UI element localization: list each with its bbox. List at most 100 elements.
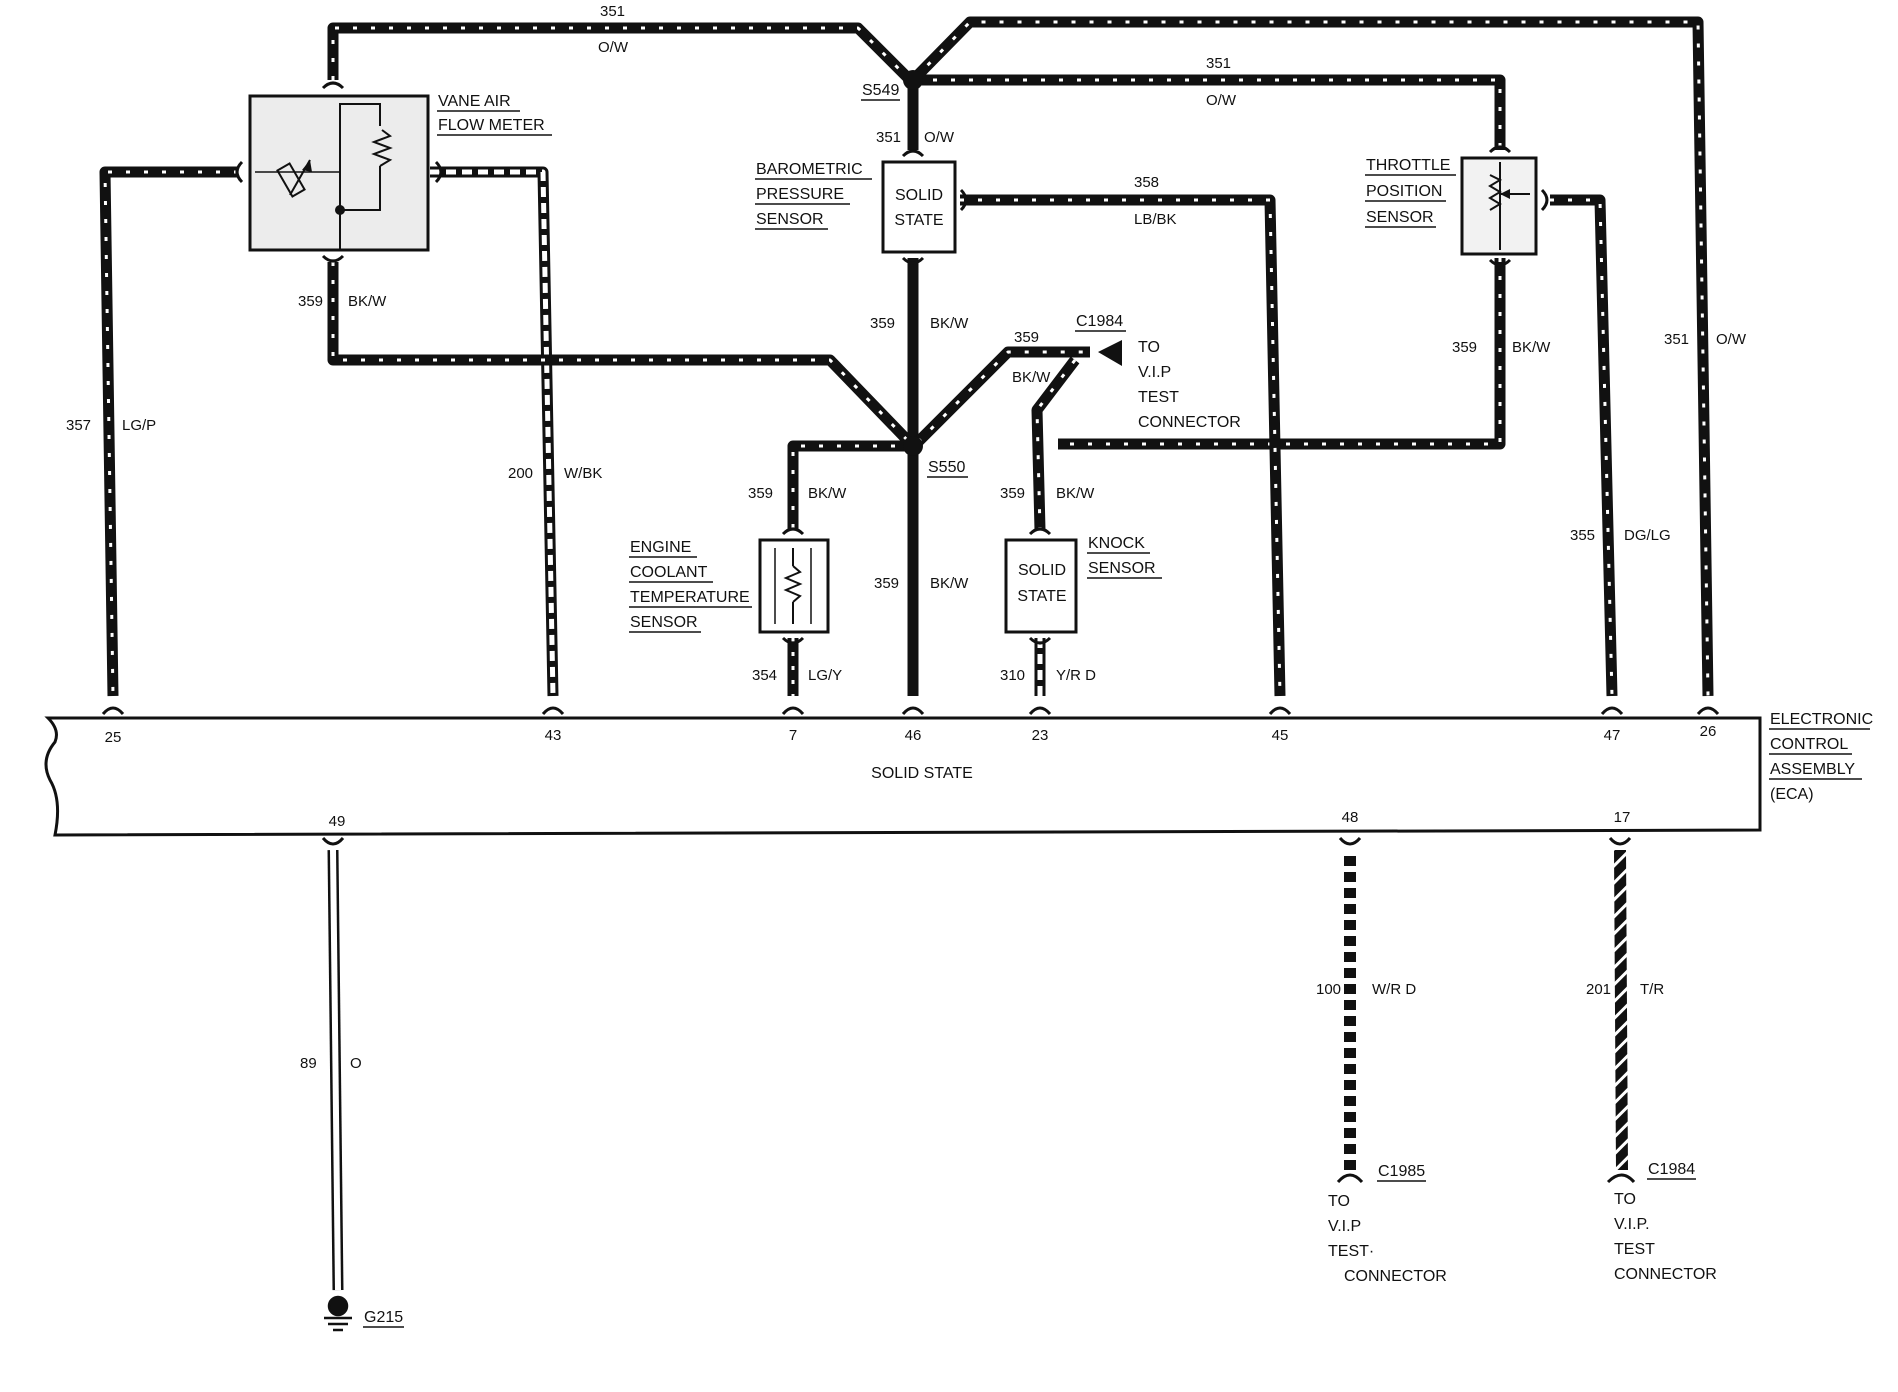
ground-icon [324, 1295, 352, 1332]
eca-pins: 25 43 7 46 23 45 47 26 49 48 17 [105, 723, 1717, 830]
wire-359-c1984 [914, 346, 1090, 446]
wire-359-vaf-num: 359 [298, 293, 323, 310]
baro-label-2: PRESSURE [756, 186, 844, 203]
vip-c1985-4: CONNECTOR [1344, 1268, 1447, 1285]
wire-354-color: LG/Y [808, 667, 842, 684]
pin-46: 46 [905, 727, 922, 744]
wire-359-eca-num: 359 [874, 575, 899, 592]
c1984-top-label: C1984 [1076, 313, 1123, 330]
ect-label-1: ENGINE [630, 539, 691, 556]
vip-top-3: TEST [1138, 389, 1179, 406]
wire-labels: 351 O/W 351 O/W 351 O/W 351 O/W 357 LG/P… [66, 3, 1747, 1072]
knock-body-2: STATE [1017, 588, 1066, 605]
wire-310-color: Y/R D [1056, 667, 1096, 684]
wire-100-color: W/R D [1372, 981, 1416, 998]
wire-355-num: 355 [1570, 527, 1595, 544]
wire-359-tps [1058, 258, 1506, 450]
eca-body [44, 716, 1762, 837]
wire-358-num: 358 [1134, 174, 1159, 191]
eca-label-4: (ECA) [1770, 786, 1814, 803]
engine-coolant-temperature-sensor [758, 538, 830, 634]
vip-c1985-3: TEST· [1328, 1243, 1374, 1260]
wire-89-num: 89 [300, 1055, 317, 1072]
wire-359-c1984-color: BK/W [1012, 369, 1051, 386]
eca-body-label: SOLID STATE [871, 765, 973, 782]
tps-label-2: POSITION [1366, 183, 1442, 200]
pin-25: 25 [105, 729, 122, 746]
baro-label-3: SENSOR [756, 211, 824, 228]
vip-top-2: V.I.P [1138, 364, 1171, 381]
wire-355 [1550, 194, 1618, 697]
knock-label-2: SENSOR [1088, 560, 1156, 577]
wire-200-num: 200 [508, 465, 533, 482]
labels: VANE AIR FLOW METER BAROMETRIC PRESSURE … [363, 82, 1873, 1328]
knock-body-1: SOLID [1018, 562, 1066, 579]
wire-310-num: 310 [1000, 667, 1025, 684]
ect-label-3: TEMPERATURE [630, 589, 750, 606]
wire-200 [430, 166, 559, 697]
wire-351-mid [915, 74, 1506, 150]
eca-label-3: ASSEMBLY [1770, 761, 1855, 778]
wire-359-vaf [327, 262, 917, 450]
vaf-label-2: FLOW METER [438, 117, 545, 134]
pin-23: 23 [1032, 727, 1049, 744]
wire-359-vaf-color: BK/W [348, 293, 387, 310]
c1984-bottom-label: C1984 [1648, 1161, 1695, 1178]
vip-c1984-4: CONNECTOR [1614, 1266, 1717, 1283]
wire-201 [1614, 849, 1628, 1171]
baro-body-1: SOLID [895, 187, 943, 204]
wire-359-ect-num: 359 [748, 485, 773, 502]
wire-359-baro-color: BK/W [930, 315, 969, 332]
wire-351-right-color: O/W [1716, 331, 1747, 348]
wire-357-color: LG/P [122, 417, 156, 434]
vip-top-1: TO [1138, 339, 1160, 356]
pin-47: 47 [1604, 727, 1621, 744]
ground-label: G215 [364, 1309, 403, 1326]
wire-359-tps-num: 359 [1452, 339, 1477, 356]
wire-201-color: T/R [1640, 981, 1664, 998]
splice-s549-label: S549 [862, 82, 899, 99]
wire-358-color: LB/BK [1134, 211, 1177, 228]
wire-359-knock [1031, 356, 1080, 531]
splice-s549-dot [903, 70, 923, 90]
wire-359-eca-color: BK/W [930, 575, 969, 592]
pin-26: 26 [1700, 723, 1717, 740]
wire-359-tps-color: BK/W [1512, 339, 1551, 356]
vip-c1984-3: TEST [1614, 1241, 1655, 1258]
splice-s550-dot [903, 436, 923, 456]
wire-351-top [327, 22, 914, 84]
vip-c1985-2: V.I.P [1328, 1218, 1361, 1235]
wire-359-ect [787, 440, 913, 530]
wire-359-baro-num: 359 [870, 315, 895, 332]
wire-351-top-color: O/W [598, 39, 629, 56]
ect-label-4: SENSOR [630, 614, 698, 631]
wire-351-top-num: 351 [600, 3, 625, 20]
wire-200-color: W/BK [564, 465, 602, 482]
wire-201-num: 201 [1586, 981, 1611, 998]
connector-brackets [101, 81, 1720, 1184]
wire-358 [960, 194, 1286, 697]
pin-17: 17 [1614, 809, 1631, 826]
wire-357-num: 357 [66, 417, 91, 434]
wire-351-mid-color: O/W [1206, 92, 1237, 109]
wire-351-mid-num: 351 [1206, 55, 1231, 72]
baro-label-1: BAROMETRIC [756, 161, 863, 178]
pin-7: 7 [789, 727, 797, 744]
wire-89-color: O [350, 1055, 362, 1072]
baro-body-2: STATE [894, 212, 943, 229]
wire-354-num: 354 [752, 667, 777, 684]
pin-43: 43 [545, 727, 562, 744]
wire-359-ect-color: BK/W [808, 485, 847, 502]
wire-351-baro-color: O/W [924, 129, 955, 146]
pin-48: 48 [1342, 809, 1359, 826]
vip-c1985-1: TO [1328, 1193, 1350, 1210]
eca-label-1: ELECTRONIC [1770, 711, 1873, 728]
knock-sensor [1004, 538, 1078, 634]
vane-air-flow-meter [248, 94, 430, 252]
c1985-label: C1985 [1378, 1163, 1425, 1180]
wire-351-right-num: 351 [1664, 331, 1689, 348]
vaf-label-1: VANE AIR [438, 93, 511, 110]
knock-label-1: KNOCK [1088, 535, 1145, 552]
wire-89 [327, 849, 344, 1291]
